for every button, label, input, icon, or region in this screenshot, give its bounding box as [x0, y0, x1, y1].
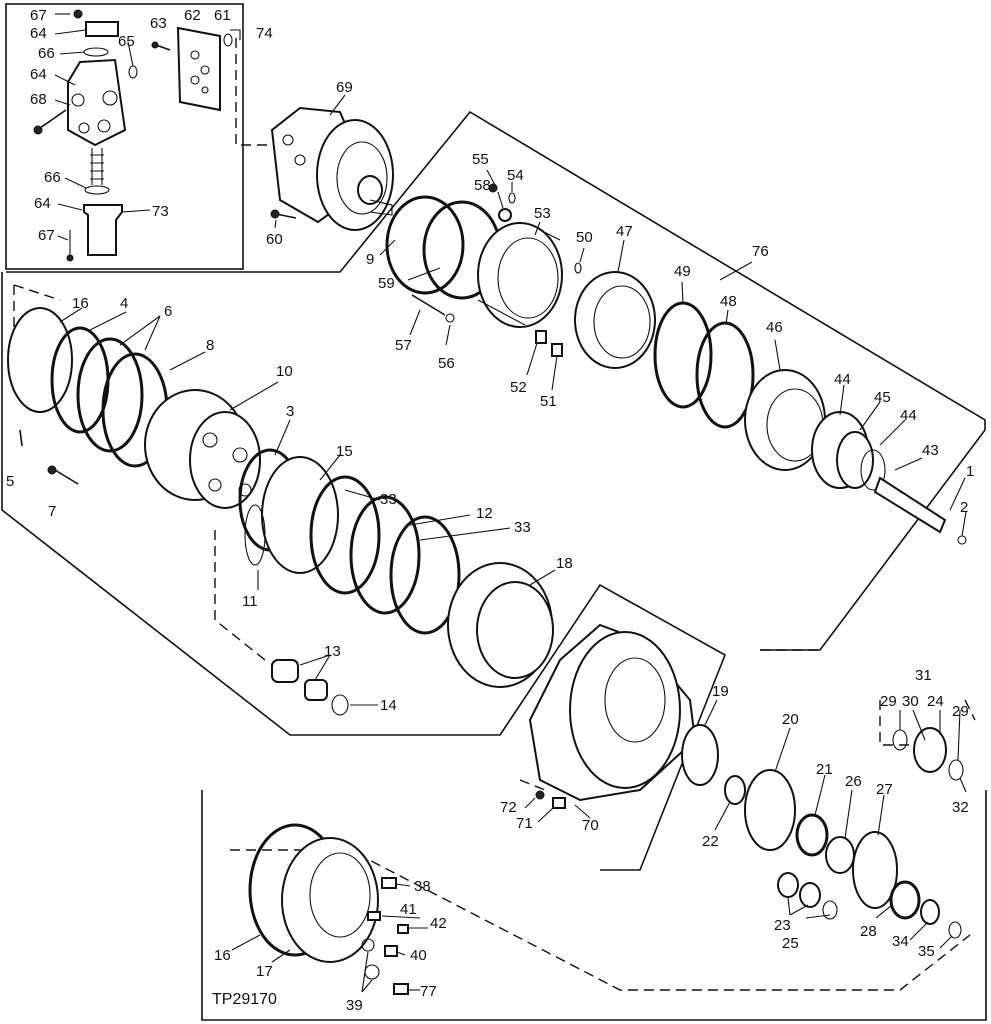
label-47: 47 [616, 223, 633, 240]
label-10: 10 [276, 363, 293, 380]
label-72: 72 [500, 799, 517, 816]
label-60: 60 [266, 231, 283, 248]
label-69: 69 [336, 79, 353, 96]
label-4: 4 [120, 295, 128, 312]
label-27: 27 [876, 781, 893, 798]
label-74: 74 [256, 25, 273, 42]
label-49: 49 [674, 263, 691, 280]
label-45: 45 [874, 389, 891, 406]
label-44: 44 [900, 407, 917, 424]
label-62: 62 [184, 7, 201, 24]
label-67: 67 [30, 7, 47, 24]
housing-group-outline [1, 272, 727, 871]
label-8: 8 [206, 337, 214, 354]
label-32: 32 [952, 799, 969, 816]
hydraulic-motor [270, 106, 394, 231]
label-39: 39 [346, 997, 363, 1014]
label-18: 18 [556, 555, 573, 572]
label-3: 3 [286, 403, 294, 420]
label-16: 16 [72, 295, 89, 312]
label-29: 29 [880, 693, 897, 710]
label-20: 20 [782, 711, 799, 728]
label-66: 66 [44, 169, 61, 186]
label-77: 77 [420, 983, 437, 1000]
label-24: 24 [927, 693, 944, 710]
label-25: 25 [782, 935, 799, 952]
label-51: 51 [540, 393, 557, 410]
label-64: 64 [30, 66, 47, 83]
label-34: 34 [892, 933, 909, 950]
label-15: 15 [336, 443, 353, 460]
label-40: 40 [410, 947, 427, 964]
label-38: 38 [414, 878, 431, 895]
label-50: 50 [576, 229, 593, 246]
label-64: 64 [34, 195, 51, 212]
label-53: 53 [534, 205, 551, 222]
label-2: 2 [960, 499, 968, 516]
label-41: 41 [400, 901, 417, 918]
label-57: 57 [395, 337, 412, 354]
part-labels: 67 64 66 64 68 66 64 67 65 63 62 61 74 7… [6, 7, 974, 1014]
label-1: 1 [966, 463, 974, 480]
label-6: 6 [164, 303, 172, 320]
housing-parts [7, 307, 554, 716]
label-31: 31 [915, 667, 932, 684]
reference-code: TP29170 [212, 991, 277, 1008]
label-7: 7 [48, 503, 56, 520]
motor-group-outline [6, 110, 986, 651]
label-46: 46 [766, 319, 783, 336]
label-22: 22 [702, 833, 719, 850]
label-55: 55 [472, 151, 489, 168]
label-35: 35 [918, 943, 935, 960]
label-13: 13 [324, 643, 341, 660]
label-54: 54 [507, 167, 524, 184]
label-19: 19 [712, 683, 729, 700]
label-33: 33 [514, 519, 531, 536]
label-61: 61 [214, 7, 231, 24]
label-48: 48 [720, 293, 737, 310]
label-66: 66 [38, 45, 55, 62]
label-64: 64 [30, 25, 47, 42]
label-26: 26 [845, 773, 862, 790]
label-30: 30 [902, 693, 919, 710]
label-73: 73 [152, 203, 169, 220]
label-33: 33 [380, 491, 397, 508]
label-65: 65 [118, 33, 135, 50]
label-56: 56 [438, 355, 455, 372]
label-11: 11 [242, 593, 258, 610]
label-70: 70 [582, 817, 599, 834]
label-5: 5 [6, 473, 14, 490]
label-58: 58 [474, 177, 491, 194]
motor-seals-and-parts [385, 183, 967, 545]
label-12: 12 [476, 505, 493, 522]
label-29: 29 [952, 703, 969, 720]
label-16: 16 [214, 947, 231, 964]
label-43: 43 [922, 442, 939, 459]
leader-lines [54, 13, 967, 993]
label-59: 59 [378, 275, 395, 292]
sprocket-and-gears [528, 623, 964, 939]
cover-group-outline [201, 790, 987, 1021]
label-44: 44 [834, 371, 851, 388]
label-67: 67 [38, 227, 55, 244]
label-28: 28 [860, 923, 877, 940]
label-52: 52 [510, 379, 527, 396]
label-14: 14 [380, 697, 397, 714]
label-23: 23 [774, 917, 791, 934]
cover-parts [248, 823, 409, 995]
label-9: 9 [366, 251, 374, 268]
label-21: 21 [816, 761, 833, 778]
label-76: 76 [752, 243, 769, 260]
label-63: 63 [150, 15, 167, 32]
label-71: 71 [516, 815, 533, 832]
label-42: 42 [430, 915, 447, 932]
label-68: 68 [30, 91, 47, 108]
inset-box-valve [5, 3, 244, 270]
label-17: 17 [256, 963, 273, 980]
